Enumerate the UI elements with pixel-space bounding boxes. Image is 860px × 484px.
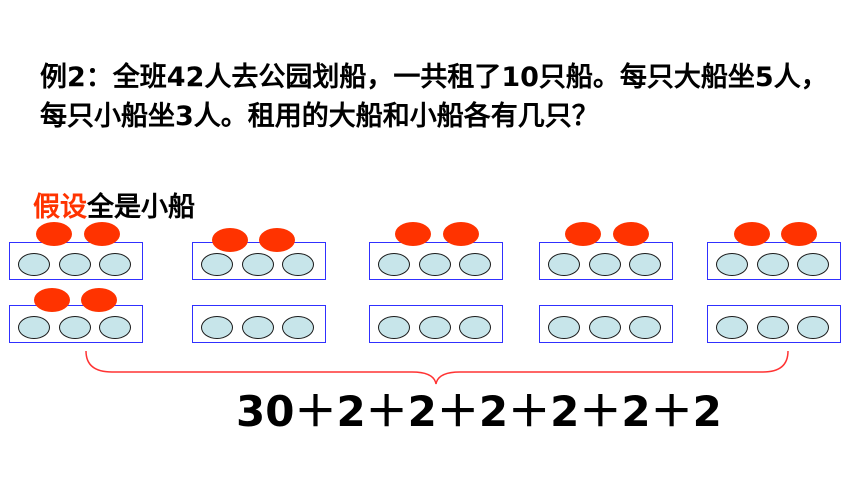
person-seat bbox=[282, 316, 314, 339]
person-seat bbox=[757, 316, 789, 339]
person-seat bbox=[59, 316, 91, 339]
extra-person bbox=[259, 228, 295, 252]
extra-person bbox=[36, 222, 72, 246]
extra-person bbox=[81, 288, 117, 312]
extra-person bbox=[565, 222, 601, 246]
small-boat bbox=[707, 242, 841, 280]
person-seat bbox=[548, 253, 580, 276]
extra-person bbox=[734, 222, 770, 246]
extra-person bbox=[395, 222, 431, 246]
person-seat bbox=[548, 316, 580, 339]
person-seat bbox=[18, 253, 50, 276]
person-seat bbox=[797, 253, 829, 276]
small-boat bbox=[9, 242, 143, 280]
person-seat bbox=[419, 316, 451, 339]
person-seat bbox=[459, 316, 491, 339]
extra-person bbox=[613, 222, 649, 246]
person-seat bbox=[716, 253, 748, 276]
extra-person bbox=[212, 228, 248, 252]
problem-text: 例2：全班42人去公园划船，一共租了10只船。每只大船坐5人，每只小船坐3人。租… bbox=[40, 62, 828, 132]
person-seat bbox=[629, 253, 661, 276]
person-seat bbox=[459, 253, 491, 276]
equation: 30＋2＋2＋2＋2＋2＋2 bbox=[236, 387, 722, 436]
person-seat bbox=[201, 253, 233, 276]
small-boat bbox=[369, 242, 503, 280]
small-boat bbox=[9, 305, 143, 343]
small-boat bbox=[539, 305, 673, 343]
small-boat bbox=[192, 242, 326, 280]
extra-person bbox=[84, 222, 120, 246]
person-seat bbox=[629, 316, 661, 339]
small-boat bbox=[539, 242, 673, 280]
small-boat bbox=[192, 305, 326, 343]
person-seat bbox=[716, 316, 748, 339]
person-seat bbox=[757, 253, 789, 276]
extra-person bbox=[443, 222, 479, 246]
person-seat bbox=[419, 253, 451, 276]
person-seat bbox=[378, 316, 410, 339]
person-seat bbox=[18, 316, 50, 339]
person-seat bbox=[201, 316, 233, 339]
person-seat bbox=[242, 253, 274, 276]
small-boat bbox=[369, 305, 503, 343]
assumption-text: 全是小船 bbox=[87, 192, 195, 223]
person-seat bbox=[797, 316, 829, 339]
person-seat bbox=[59, 253, 91, 276]
extra-person bbox=[781, 222, 817, 246]
person-seat bbox=[99, 253, 131, 276]
person-seat bbox=[378, 253, 410, 276]
person-seat bbox=[589, 316, 621, 339]
person-seat bbox=[99, 316, 131, 339]
person-seat bbox=[282, 253, 314, 276]
extra-person bbox=[34, 288, 70, 312]
small-boat bbox=[707, 305, 841, 343]
person-seat bbox=[242, 316, 274, 339]
person-seat bbox=[589, 253, 621, 276]
assumption-line: 假设全是小船 bbox=[33, 190, 195, 226]
assumption-highlight: 假设 bbox=[33, 192, 87, 223]
